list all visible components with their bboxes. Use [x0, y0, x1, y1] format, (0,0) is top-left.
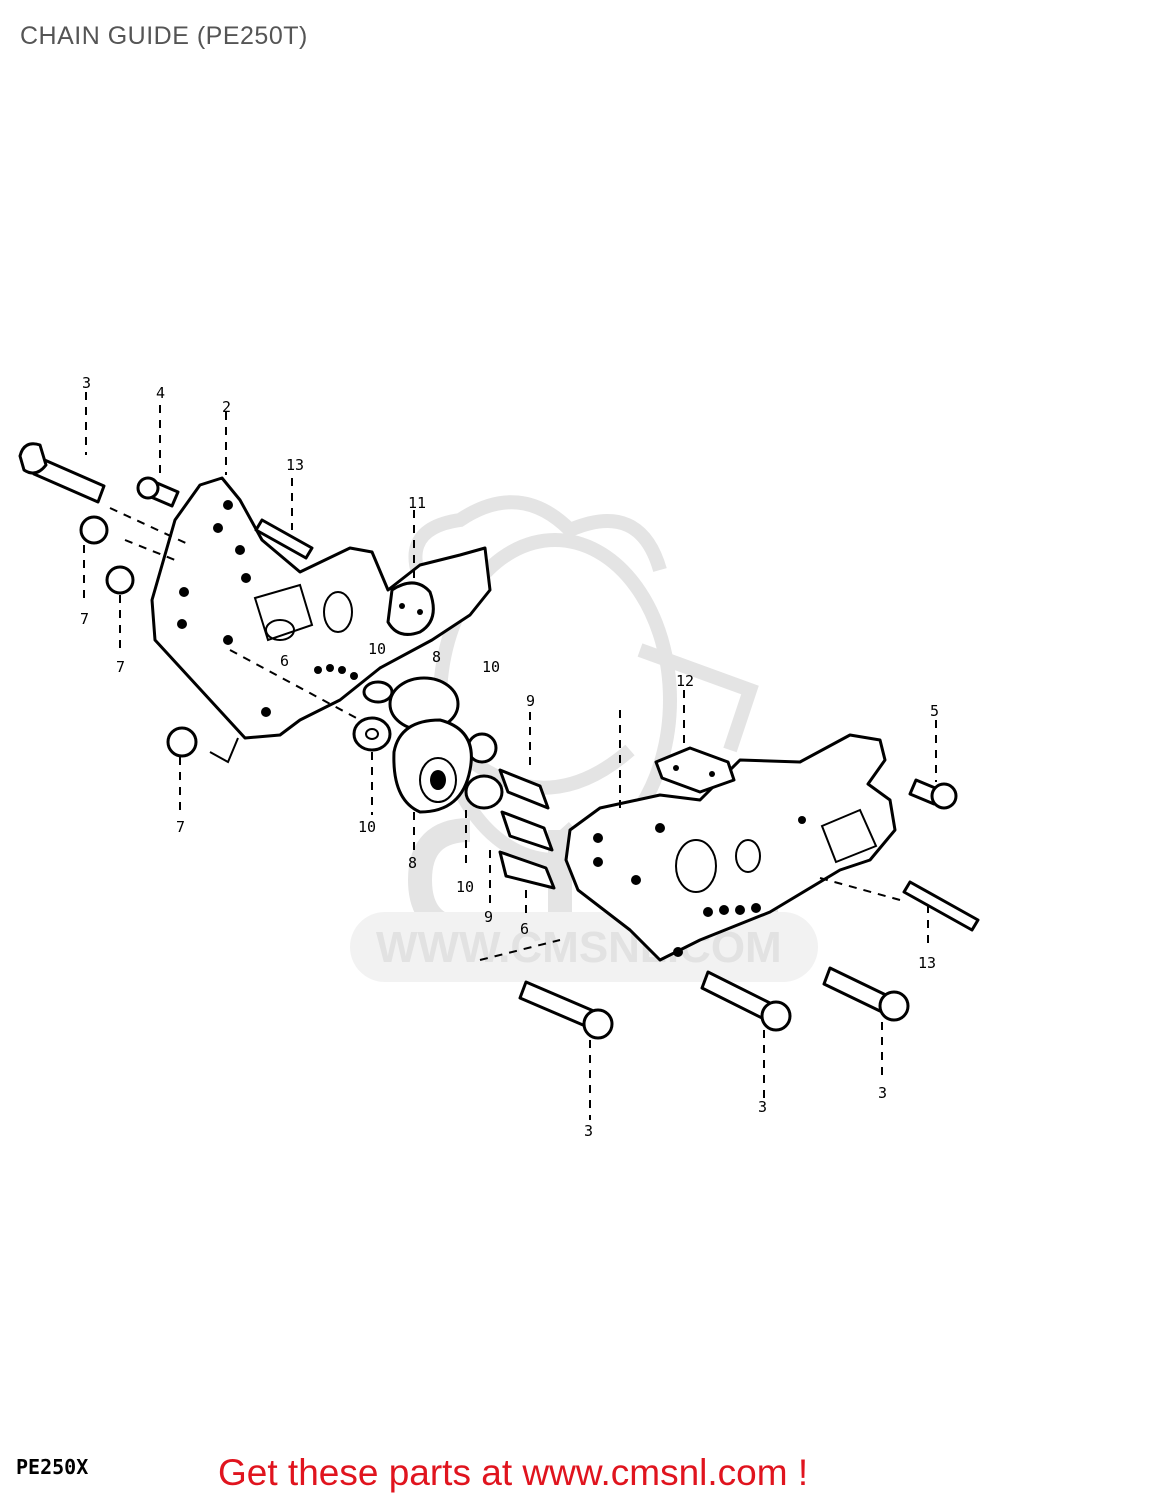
part-8-roller	[388, 676, 473, 814]
callout-11: 11	[408, 494, 426, 512]
callout-10: 10	[482, 658, 500, 676]
callout-3: 3	[82, 374, 91, 392]
part-9-collars	[498, 768, 556, 890]
part-11-pad	[386, 581, 435, 636]
callout-9: 9	[526, 692, 535, 710]
callout-13: 13	[286, 456, 304, 474]
cta-link[interactable]: Get these parts at www.cmsnl.com !	[218, 1452, 809, 1493]
model-code-label: PE250X	[16, 1455, 89, 1479]
callout-3: 3	[878, 1084, 887, 1102]
callout-6: 6	[520, 920, 529, 938]
callout-3: 3	[758, 1098, 767, 1116]
callout-10: 10	[358, 818, 376, 836]
callout-3: 3	[584, 1122, 593, 1140]
part-5-bolt	[908, 778, 958, 810]
callout-12: 12	[676, 672, 694, 690]
page-title: CHAIN GUIDE (PE250T)	[20, 22, 308, 50]
part-3-bolt-left	[18, 442, 106, 504]
callout-8: 8	[408, 854, 417, 872]
leader-lines	[83, 392, 937, 1120]
part-7-nuts	[79, 515, 198, 758]
part-13-pin-right	[902, 880, 980, 932]
callout-9: 9	[484, 908, 493, 926]
callout-13: 13	[918, 954, 936, 972]
callout-6: 6	[280, 652, 289, 670]
callout-7: 7	[116, 658, 125, 676]
part-13-pin	[254, 518, 314, 560]
callout-4: 4	[156, 384, 165, 402]
part-10-washers	[352, 680, 504, 810]
callout-5: 5	[930, 702, 939, 720]
part-1-bracket-plate	[564, 733, 897, 962]
callout-10: 10	[456, 878, 474, 896]
callout-10: 10	[368, 640, 386, 658]
part-4-bolt	[136, 476, 180, 508]
part-2-bracket-plate	[150, 476, 492, 740]
callout-2: 2	[222, 398, 231, 416]
part-3-bolts-bottom	[518, 966, 910, 1040]
callout-7: 7	[80, 610, 89, 628]
part-12-tab	[654, 746, 736, 794]
callout-labels: 3 4 2 13 11 7 7 7 6 10 8 10 9 12 5 10 8 …	[80, 374, 939, 1140]
callout-8: 8	[432, 648, 441, 666]
callout-7: 7	[176, 818, 185, 836]
